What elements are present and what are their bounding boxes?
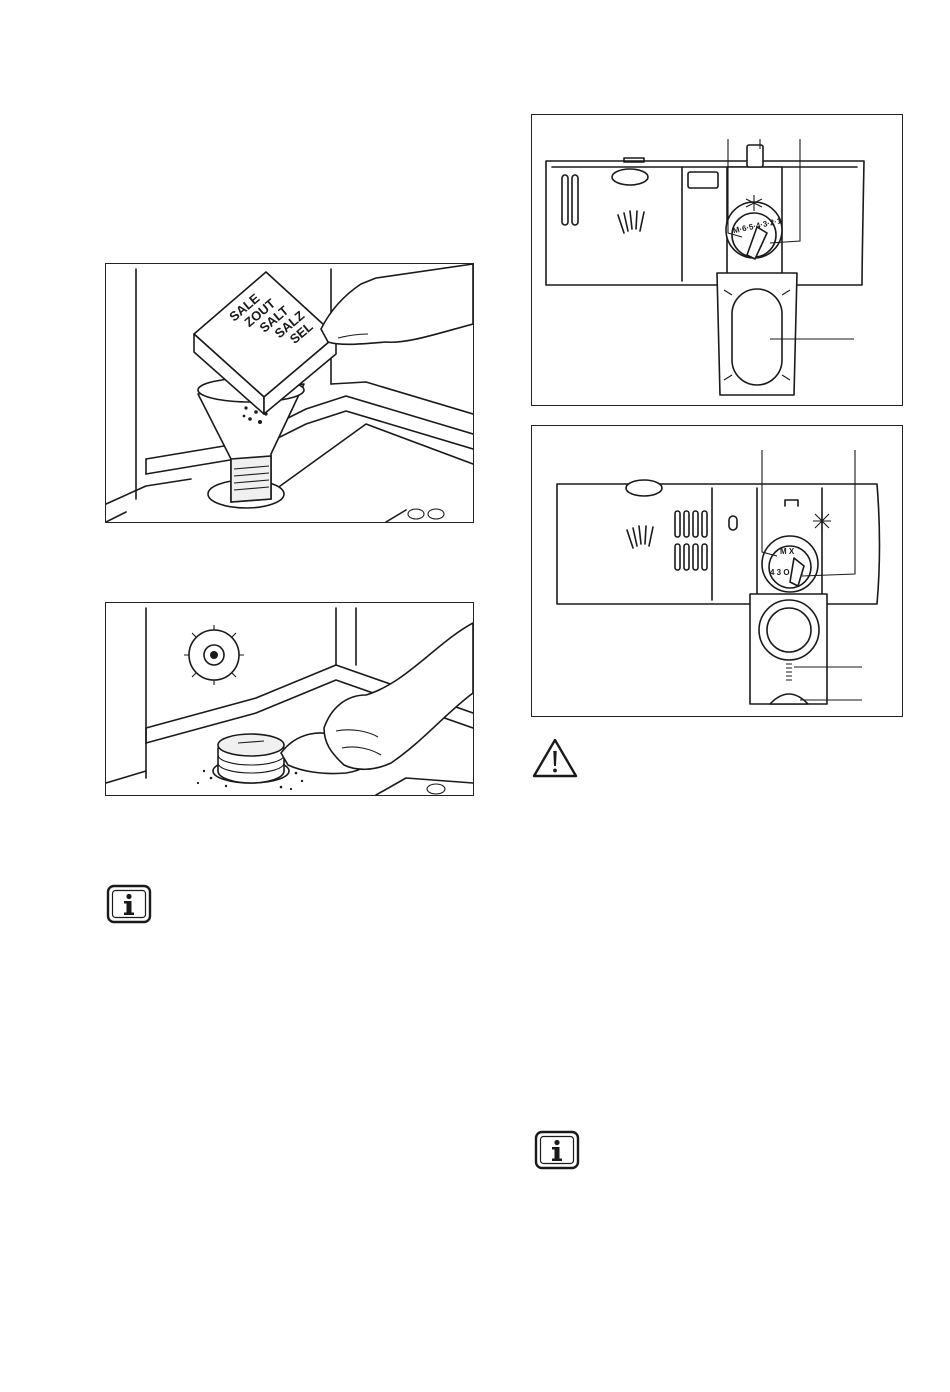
- dispenser-figure-bottom: M X 4 3 O 2 1: [531, 425, 903, 717]
- salt-cleaning-figure: [105, 602, 474, 796]
- dispenser-figure-top: M·6·5·4·3·2·1: [531, 114, 903, 406]
- svg-text:M X: M X: [780, 547, 795, 556]
- salt-pouring-figure: SALE ZOUT SALT SALZ SEL: [105, 263, 474, 523]
- info-icon: [106, 884, 152, 924]
- warning-icon: [531, 737, 579, 779]
- info-icon: [534, 1130, 580, 1170]
